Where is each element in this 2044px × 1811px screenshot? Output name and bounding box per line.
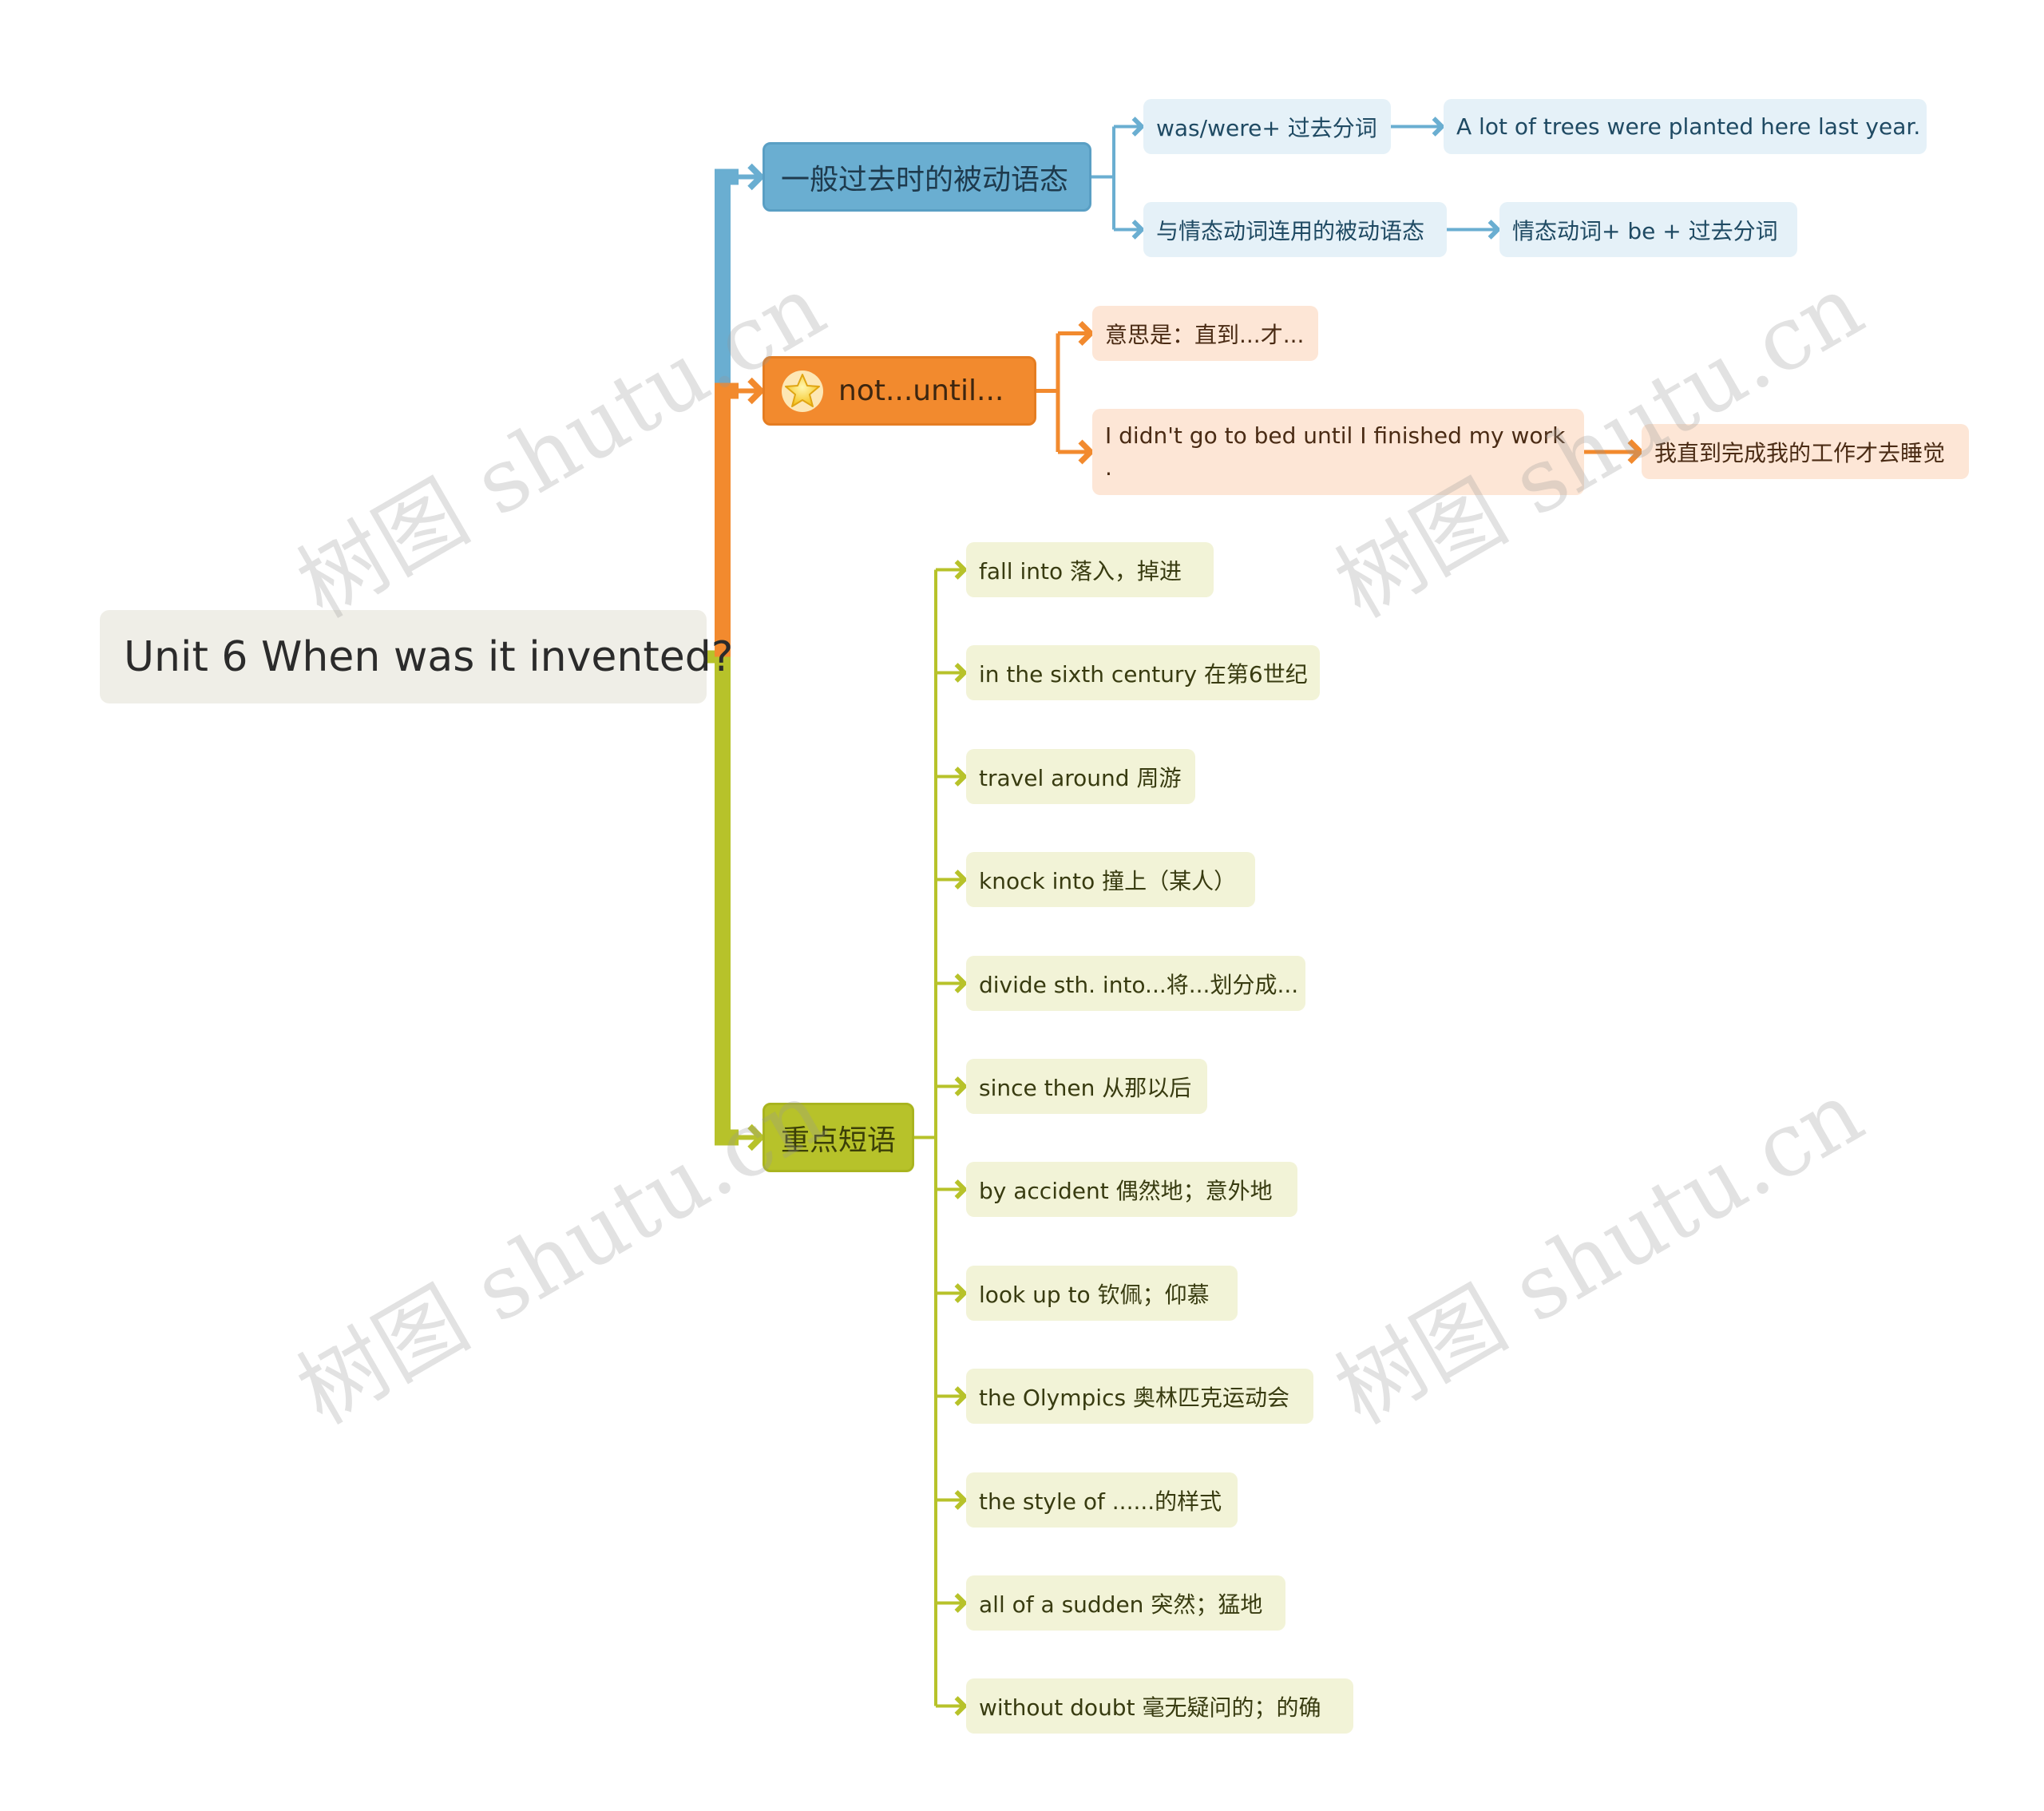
phrase-item[interactable]: divide sth. into...将...划分成... <box>966 956 1305 1011</box>
topic-modal-passive[interactable]: 与情态动词连用的被动语态 <box>1143 202 1447 257</box>
arrow-icon <box>954 767 969 787</box>
trunk-green <box>715 656 731 1138</box>
topic-translation[interactable]: 我直到完成我的工作才去睡觉 <box>1642 424 1969 479</box>
phrase-item[interactable]: the style of ......的样式 <box>966 1472 1238 1528</box>
arrow-icon <box>954 1283 969 1303</box>
arrow-icon <box>1432 117 1446 137</box>
arrow-icon <box>954 1076 969 1096</box>
arrow-icon <box>747 377 766 405</box>
topic-was-were-past-participle[interactable]: was/were+ 过去分词 <box>1143 99 1391 154</box>
arrow-icon <box>954 1593 969 1613</box>
root-node[interactable]: Unit 6 When was it invented? <box>100 610 733 703</box>
star-icon <box>781 370 824 413</box>
arrow-icon <box>954 560 969 580</box>
trunk-blue <box>715 176 731 391</box>
phrase-label: fall into 落入，掉进 <box>979 557 1182 585</box>
phrase-label: since then 从那以后 <box>979 1074 1192 1101</box>
branch-not-until[interactable]: not...until... <box>763 356 1036 426</box>
topic-label: A lot of trees were planted here last ye… <box>1456 113 1921 140</box>
arrow-icon <box>747 1123 766 1151</box>
branch-label: 重点短语 <box>781 1123 897 1157</box>
topic-example-sentence[interactable]: I didn't go to bed until I finished my w… <box>1092 409 1584 495</box>
branch-connector <box>715 382 739 399</box>
branch-passive-voice[interactable]: 一般过去时的被动语态 <box>763 142 1091 212</box>
phrase-label: knock into 撞上（某人） <box>979 867 1237 894</box>
phrase-item[interactable]: in the sixth century 在第6世纪 <box>966 645 1320 700</box>
phrase-label: the Olympics 奥林匹克运动会 <box>979 1384 1289 1411</box>
phrase-label: look up to 钦佩；仰慕 <box>979 1281 1210 1308</box>
phrase-item[interactable]: without doubt 毫无疑问的；的确 <box>966 1678 1353 1734</box>
topic-example-sentence[interactable]: A lot of trees were planted here last ye… <box>1444 99 1927 154</box>
phrase-label: by accident 偶然地；意外地 <box>979 1177 1273 1204</box>
arrow-icon <box>954 1179 969 1199</box>
topic-label: 与情态动词连用的被动语态 <box>1156 217 1425 244</box>
trunk-orange <box>715 390 731 657</box>
branch-connector <box>715 168 739 185</box>
arrow-icon <box>954 1696 969 1716</box>
arrow-icon <box>954 870 969 890</box>
arrow-icon <box>1627 438 1645 465</box>
branch-connector <box>715 1129 739 1146</box>
phrase-label: in the sixth century 在第6世纪 <box>979 660 1308 688</box>
root-label: Unit 6 When was it invented? <box>124 632 734 681</box>
branch-label: not...until... <box>838 374 1004 407</box>
phrase-item[interactable]: by accident 偶然地；意外地 <box>966 1162 1297 1217</box>
topic-modal-formula[interactable]: 情态动词+ be + 过去分词 <box>1499 202 1797 257</box>
topic-label: 情态动词+ be + 过去分词 <box>1512 217 1778 244</box>
arrow-icon <box>954 973 969 993</box>
topic-meaning[interactable]: 意思是：直到...才... <box>1092 306 1318 361</box>
phrase-item[interactable]: travel around 周游 <box>966 749 1195 804</box>
branch-label: 一般过去时的被动语态 <box>781 163 1069 196</box>
arrow-icon <box>954 663 969 683</box>
arrow-icon <box>954 1386 969 1406</box>
phrase-item[interactable]: the Olympics 奥林匹克运动会 <box>966 1369 1313 1424</box>
phrase-label: the style of ......的样式 <box>979 1488 1222 1515</box>
phrase-label: travel around 周游 <box>979 764 1182 791</box>
topic-label: 我直到完成我的工作才去睡觉 <box>1654 439 1946 466</box>
topic-label: 意思是：直到...才... <box>1105 321 1305 348</box>
arrow-icon <box>954 1490 969 1510</box>
topic-label: I didn't go to bed until I finished my w… <box>1105 422 1566 481</box>
phrase-item[interactable]: all of a sudden 突然；猛地 <box>966 1575 1285 1631</box>
arrow-icon <box>1078 320 1095 347</box>
arrow-icon <box>1131 220 1146 240</box>
arrow-icon <box>1078 439 1095 465</box>
branch-key-phrases[interactable]: 重点短语 <box>763 1103 914 1172</box>
phrase-label: without doubt 毫无疑问的；的确 <box>979 1694 1321 1721</box>
phrase-item[interactable]: knock into 撞上（某人） <box>966 852 1255 907</box>
phrase-label: divide sth. into...将...划分成... <box>979 971 1299 998</box>
phrase-item[interactable]: since then 从那以后 <box>966 1059 1207 1114</box>
phrase-item[interactable]: look up to 钦佩；仰慕 <box>966 1266 1238 1321</box>
arrow-icon <box>1487 220 1502 240</box>
arrow-icon <box>747 163 766 191</box>
phrase-label: all of a sudden 突然；猛地 <box>979 1591 1263 1618</box>
arrow-icon <box>1131 117 1146 137</box>
phrase-item[interactable]: fall into 落入，掉进 <box>966 542 1214 597</box>
topic-label: was/were+ 过去分词 <box>1156 114 1377 141</box>
